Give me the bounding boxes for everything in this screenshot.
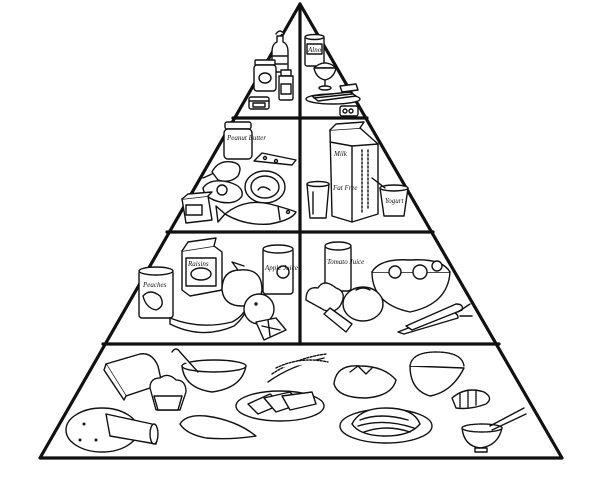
crackers-plate-icon bbox=[235, 390, 325, 422]
raisins-label: Raisins bbox=[187, 260, 209, 268]
grain-bowl-icon bbox=[409, 351, 465, 397]
mayonnaise-jar-icon bbox=[253, 59, 277, 92]
cheese-wedge-icon bbox=[253, 152, 297, 166]
baked-potato-icon bbox=[333, 365, 397, 399]
bottle-icon bbox=[271, 30, 289, 73]
orange-slices-icon bbox=[255, 317, 287, 341]
tomato-icon bbox=[342, 286, 384, 322]
can-label: Alno bbox=[307, 46, 322, 54]
peanut-butter-jar-icon: Peanut Butter bbox=[223, 121, 266, 160]
corn-icon bbox=[451, 389, 491, 410]
tier-1-right-sweets: Alno bbox=[304, 33, 361, 117]
bean-dish-icon bbox=[244, 170, 286, 204]
orange-icon bbox=[243, 293, 275, 325]
pyramid-outline bbox=[38, 2, 564, 460]
milk-label: Milk bbox=[333, 150, 348, 158]
banana-icon bbox=[169, 303, 249, 334]
wheat-icon bbox=[267, 353, 329, 383]
burrito-icon bbox=[105, 413, 159, 445]
tomato-juice-can-icon: Tomato Juice bbox=[324, 241, 364, 292]
tier-4-grains bbox=[65, 348, 527, 453]
cake-slice-plate-icon bbox=[305, 91, 361, 105]
raisins-box-icon: Raisins bbox=[181, 237, 223, 297]
fish-icon bbox=[215, 201, 297, 225]
peach-can-icon: Peaches bbox=[138, 266, 174, 319]
dressing-bottle-icon bbox=[278, 69, 294, 101]
peanut-butter-label: Peanut Butter bbox=[226, 134, 266, 142]
ice-cream-cup-icon bbox=[313, 62, 337, 91]
tier-3-right-vegetables: Tomato Juice bbox=[305, 241, 473, 335]
glass-of-milk-icon bbox=[306, 180, 330, 219]
rice-bowl-icon bbox=[461, 407, 527, 453]
spaghetti-plate-icon bbox=[339, 407, 433, 444]
yogurt-label: Yogurt bbox=[385, 197, 404, 205]
fat-free-label: Fat Free bbox=[332, 184, 357, 192]
tier-2-left-protein: Peanut Butter bbox=[181, 121, 297, 225]
peaches-label: Peaches bbox=[142, 281, 167, 289]
tub-icon bbox=[248, 96, 270, 110]
tier-3-left-fruits: Peaches Raisins Apple Juice bbox=[138, 237, 298, 341]
tomato-juice-label: Tomato Juice bbox=[327, 258, 364, 266]
candy-icon bbox=[339, 83, 359, 117]
sweet-potato-icon bbox=[179, 414, 257, 440]
tuna-can-icon bbox=[181, 191, 213, 224]
apple-juice-can-icon: Apple Juice bbox=[262, 244, 298, 295]
yogurt-cup-icon: Yogurt bbox=[371, 177, 409, 217]
muffin-icon bbox=[149, 374, 187, 411]
salad-bowl-icon bbox=[371, 259, 451, 313]
fried-egg-icon bbox=[202, 180, 243, 204]
carrots-icon bbox=[397, 303, 473, 335]
apple-juice-label: Apple Juice bbox=[264, 264, 298, 272]
broccoli-icon bbox=[305, 282, 353, 333]
milk-carton-icon: Milk Fat Free bbox=[329, 121, 379, 223]
cereal-bowl-icon bbox=[171, 348, 247, 393]
tier-2-right-dairy: Milk Fat Free Yogurt bbox=[306, 121, 409, 223]
can-icon: Alno bbox=[304, 33, 325, 67]
tier-1-left-fats bbox=[248, 30, 294, 110]
